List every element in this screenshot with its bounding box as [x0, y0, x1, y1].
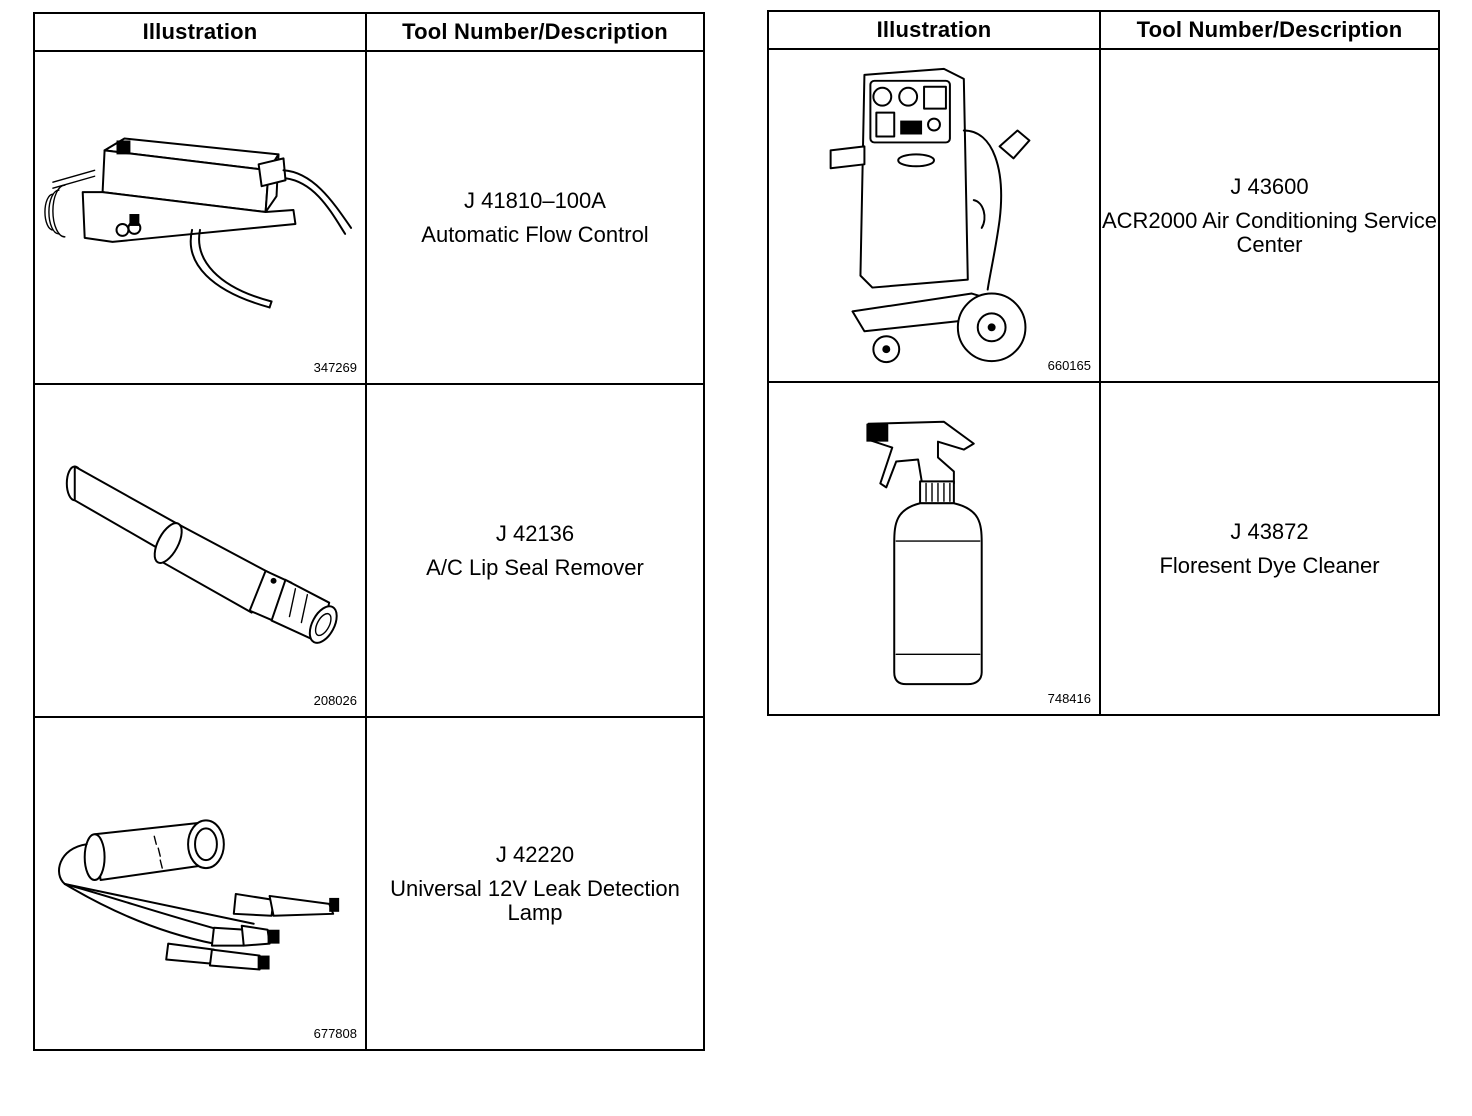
flow-control-box-icon	[44, 137, 353, 309]
tool-description: A/C Lip Seal Remover	[426, 554, 644, 580]
illustration-cell: 660165	[767, 48, 1101, 383]
tool-number: J 43600	[1230, 173, 1309, 199]
tool-description: ACR2000 Air Conditioning Service Center	[1101, 207, 1438, 257]
tool-description: Floresent Dye Cleaner	[1159, 552, 1380, 578]
illustration-cell: 748416	[767, 381, 1101, 716]
figure-number: 748416	[1047, 691, 1091, 706]
tool-description: Automatic Flow Control	[421, 221, 649, 247]
illustration-cell: 208026	[33, 383, 367, 718]
tool-description-header: Tool Number/Description	[365, 12, 705, 52]
table-row: 677808 J 42220 Universal 12V Leak Detect…	[33, 716, 705, 1051]
illustration-cell: 347269	[33, 50, 367, 385]
tool-number: J 41810–100A	[464, 187, 606, 213]
right-tool-table: Illustration Tool Number/Description	[767, 10, 1440, 716]
tool-description-cell: J 42136 A/C Lip Seal Remover	[365, 383, 705, 718]
tool-description-cell: J 43600 ACR2000 Air Conditioning Service…	[1099, 48, 1440, 383]
figure-number: 347269	[313, 360, 357, 375]
tool-description-cell: J 43872 Floresent Dye Cleaner	[1099, 381, 1440, 716]
header-row: Illustration Tool Number/Description	[767, 10, 1440, 50]
illustration-header: Illustration	[767, 10, 1101, 50]
tool-number: J 42220	[495, 841, 575, 867]
illustration-header: Illustration	[33, 12, 367, 52]
lip-seal-remover-icon	[65, 465, 338, 644]
table-row: 208026 J 42136 A/C Lip Seal Remover	[33, 383, 705, 718]
tool-description-header: Tool Number/Description	[1099, 10, 1440, 50]
ac-service-center-icon	[829, 67, 1031, 364]
figure-number: 660165	[1047, 358, 1091, 373]
figure-number: 208026	[313, 693, 357, 708]
tool-description: Universal 12V Leak Detection Lamp	[390, 875, 680, 925]
spray-bottle-icon	[866, 420, 983, 686]
header-row: Illustration Tool Number/Description	[33, 12, 705, 52]
table-row: 347269 J 41810–100A Automatic Flow Contr…	[33, 50, 705, 385]
table-row: 660165 J 43600 ACR2000 Air Conditioning …	[767, 48, 1440, 383]
table-row: 748416 J 43872 Floresent Dye Cleaner	[767, 381, 1440, 716]
tool-number: J 42136	[495, 520, 575, 546]
figure-number: 677808	[313, 1026, 357, 1041]
left-tool-table: Illustration Tool Number/Description	[33, 12, 705, 1051]
tool-description-cell: J 41810–100A Automatic Flow Control	[365, 50, 705, 385]
tool-description-cell: J 42220 Universal 12V Leak Detection Lam…	[365, 716, 705, 1051]
illustration-cell: 677808	[33, 716, 367, 1051]
leak-detection-lamp-icon	[58, 819, 340, 971]
tool-number: J 43872	[1230, 518, 1309, 544]
